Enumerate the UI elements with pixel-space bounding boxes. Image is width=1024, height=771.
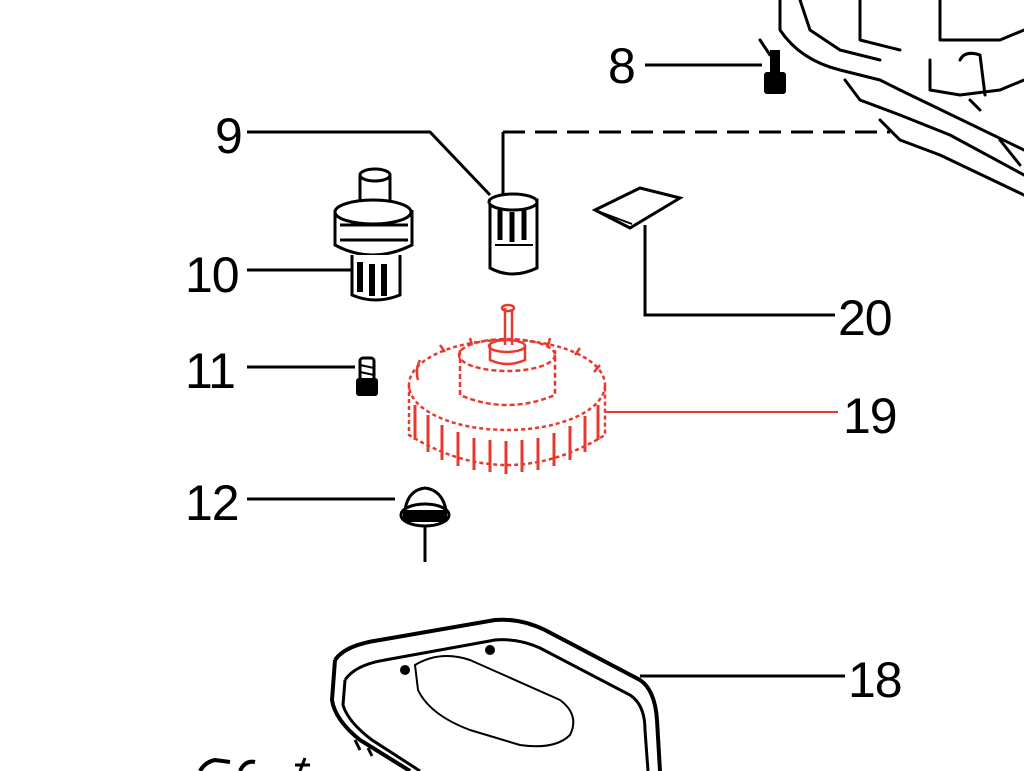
callout-20: 20	[838, 290, 892, 346]
part-9-sleeve	[487, 192, 539, 276]
leader-9	[247, 130, 492, 197]
part-18-base-plate	[329, 617, 662, 771]
callout-8: 8	[608, 38, 635, 94]
leader-20	[643, 225, 835, 317]
part-10-knob	[333, 167, 414, 302]
housing-assembly	[758, 0, 1024, 197]
part-20-clip	[591, 186, 684, 230]
part-12-cap-nut	[399, 486, 451, 562]
callout-11: 11	[185, 343, 235, 399]
part-8-screw	[764, 50, 786, 94]
part-19-gear	[407, 303, 607, 474]
callout-10: 10	[185, 247, 239, 303]
callout-19: 19	[843, 388, 897, 444]
callout-9: 9	[215, 108, 242, 164]
part-11-screw	[356, 356, 378, 396]
cropped-callout-bottom	[198, 757, 310, 771]
callout-12: 12	[185, 475, 239, 531]
callout-18: 18	[848, 652, 902, 708]
